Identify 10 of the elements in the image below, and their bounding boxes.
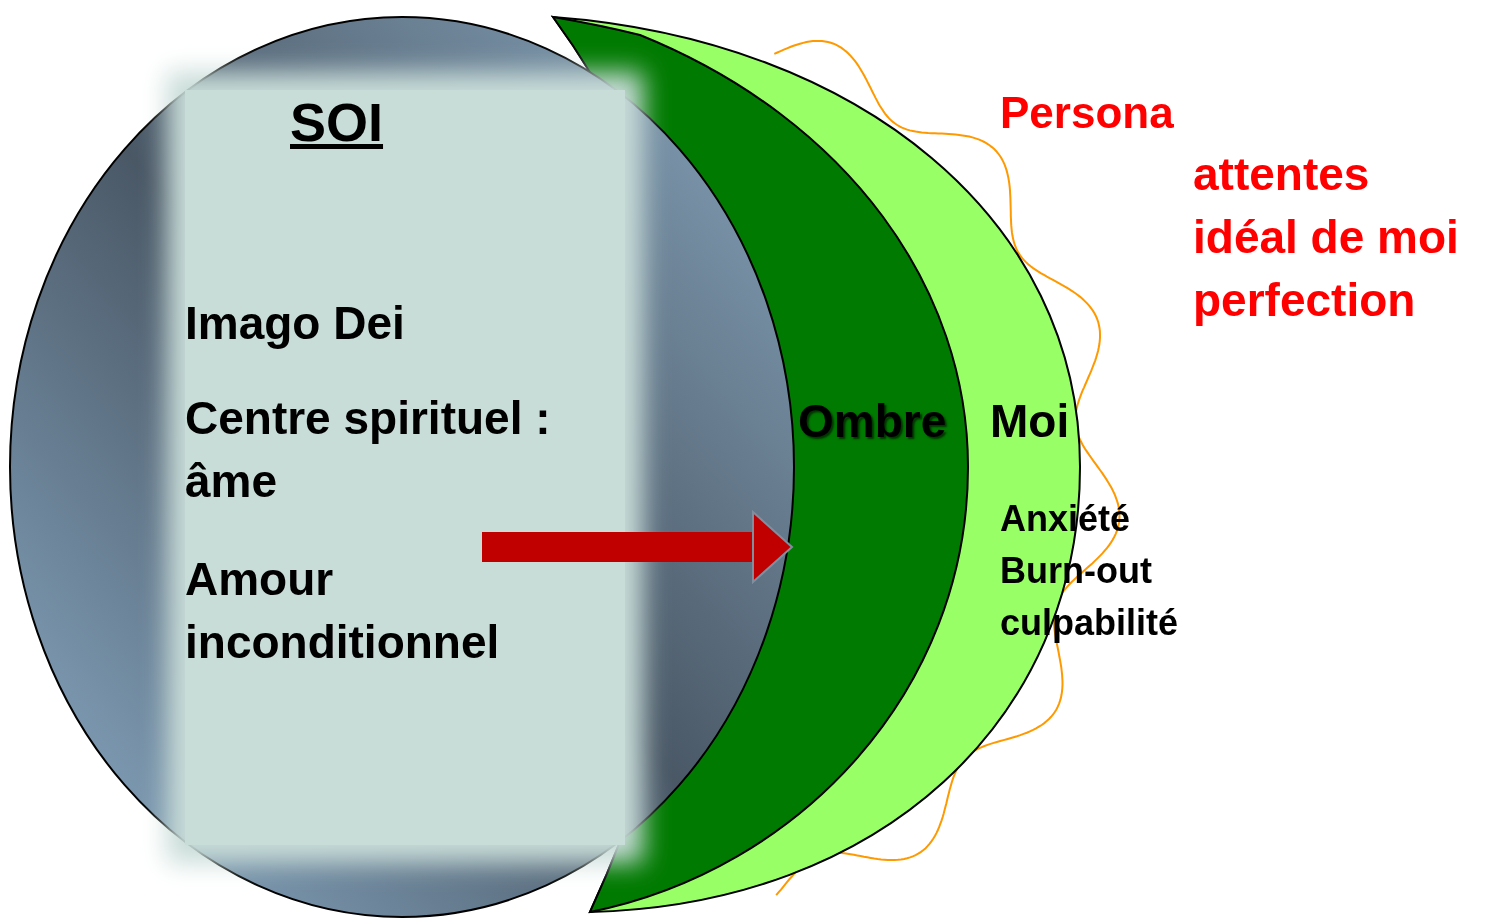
concept-label: Centre spirituel : âme (185, 391, 552, 509)
layer-label: Persona (1000, 87, 1175, 139)
concept-label: Imago Dei (185, 296, 406, 351)
heading: SOI (290, 91, 385, 154)
highlight-panel (185, 90, 625, 845)
expectation-list: attentes idéal de moi perfection (1193, 143, 1475, 332)
arrow (482, 511, 793, 583)
layer-label: Ombre (798, 394, 948, 449)
concept-label: Amour inconditionnel (185, 552, 501, 670)
layer-label: Moi (990, 394, 1071, 449)
